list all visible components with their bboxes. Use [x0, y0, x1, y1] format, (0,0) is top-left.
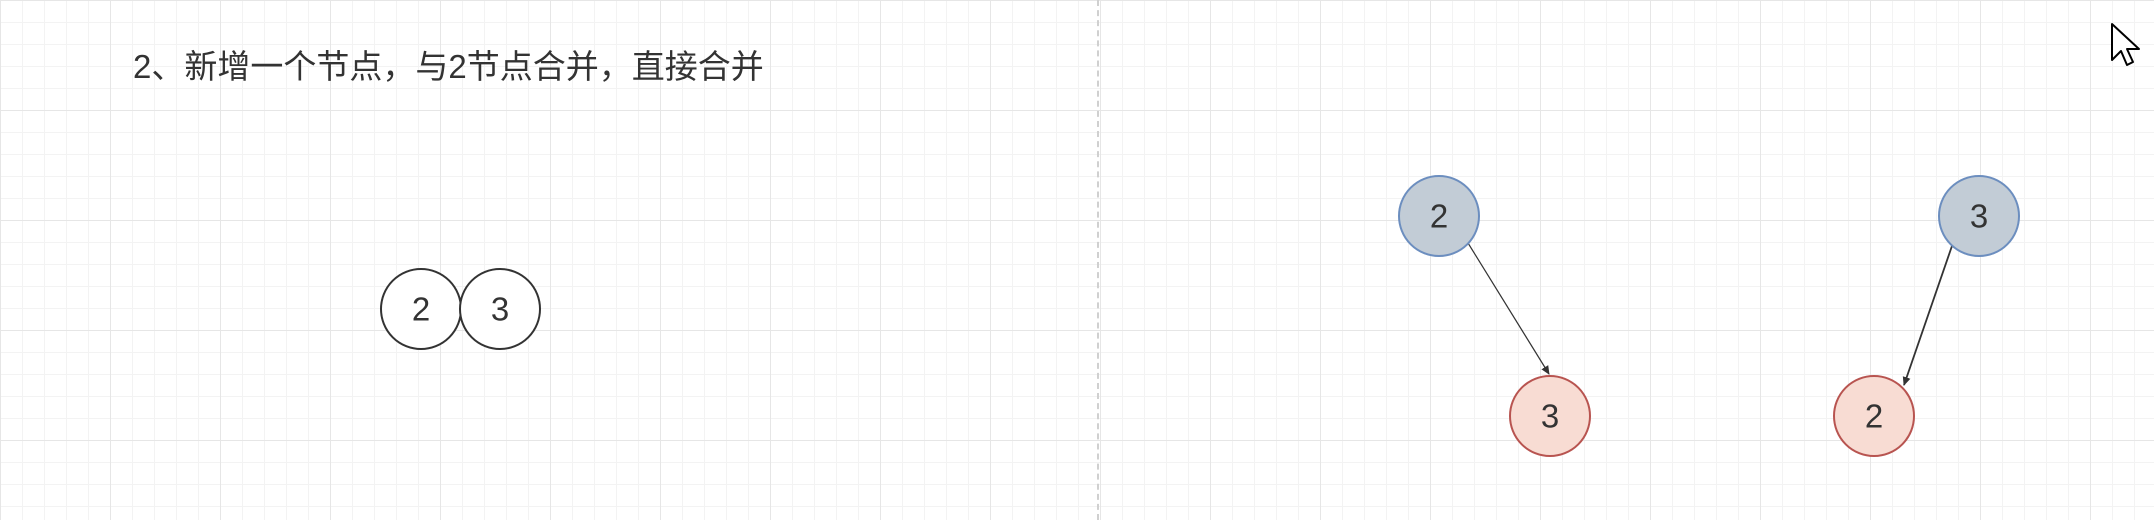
mouse-cursor-icon [2111, 23, 2140, 66]
tree-a-root-label: 2 [1430, 198, 1448, 235]
tree-a-root-node[interactable]: 2 [1398, 175, 1480, 257]
tree-b-edge [1902, 242, 1954, 386]
merged-node-3[interactable]: 3 [459, 268, 541, 350]
tree-a-edge [1467, 242, 1550, 375]
tree-b-root-label: 3 [1970, 198, 1988, 235]
merged-node-3-label: 3 [491, 291, 509, 328]
tree-a-root-circle [1398, 175, 1480, 257]
merged-node-2-label: 2 [412, 291, 430, 328]
merged-node-2[interactable]: 2 [380, 268, 462, 350]
tree-b: 3 2 [1833, 175, 2020, 457]
tree-a-child-circle [1509, 375, 1591, 457]
tree-a-child-node[interactable]: 3 [1509, 375, 1591, 457]
merged-node-3-circle [459, 268, 541, 350]
tree-b-child-node[interactable]: 2 [1833, 375, 1915, 457]
tree-b-root-circle [1938, 175, 2020, 257]
tree-b-child-circle [1833, 375, 1915, 457]
merged-pair: 2 3 [380, 268, 541, 350]
tree-b-child-label: 2 [1865, 398, 1883, 435]
tree-a: 2 3 [1398, 175, 1591, 457]
canvas-divider [1097, 0, 1099, 520]
diagram-title: 2、新增一个节点，与2节点合并，直接合并 [133, 48, 764, 85]
tree-a-child-label: 3 [1541, 398, 1559, 435]
tree-b-root-node[interactable]: 3 [1938, 175, 2020, 257]
